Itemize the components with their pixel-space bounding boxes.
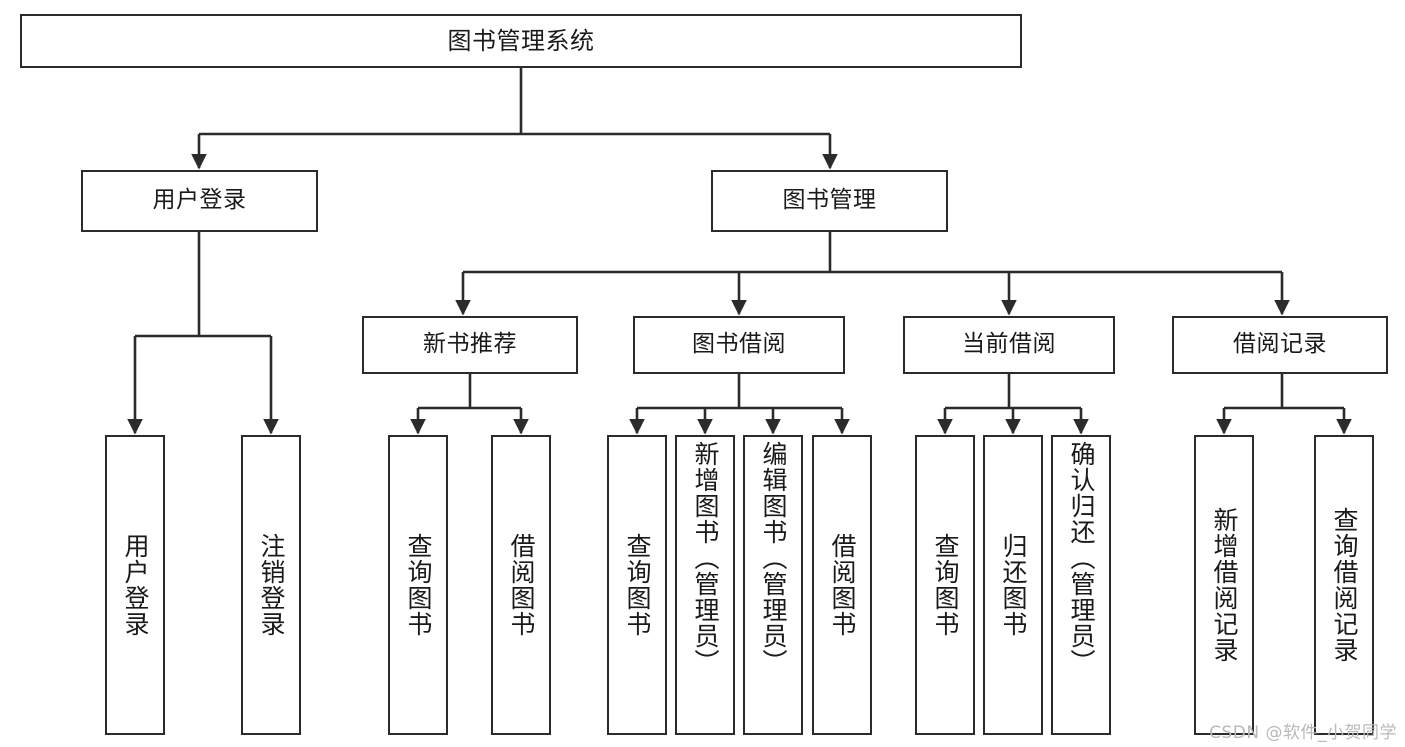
leaf-label: 借阅图书 xyxy=(507,533,536,637)
node-book-borrow[interactable]: 图书借阅 xyxy=(633,316,845,374)
leaf-label: 新增图书（管理员） xyxy=(691,441,720,675)
leaf-book-borrow-add-book-admin[interactable]: 新增图书（管理员） xyxy=(675,435,735,735)
leaf-label: 归还图书 xyxy=(999,533,1028,637)
leaf-label: 注销登录 xyxy=(257,533,286,637)
leaf-label: 确认归还（管理员） xyxy=(1067,441,1096,675)
node-book-management-label: 图书管理 xyxy=(782,187,877,214)
leaf-book-borrow-edit-book-admin[interactable]: 编辑图书（管理员） xyxy=(743,435,803,735)
leaf-label: 借阅图书 xyxy=(828,533,857,637)
leaf-borrow-record-query-record[interactable]: 查询借阅记录 xyxy=(1314,435,1374,735)
leaf-label: 新增借阅记录 xyxy=(1210,507,1239,663)
node-current-borrow[interactable]: 当前借阅 xyxy=(903,316,1115,374)
leaf-current-borrow-query-book[interactable]: 查询图书 xyxy=(915,435,975,735)
node-new-book-recommend[interactable]: 新书推荐 xyxy=(362,316,578,374)
leaf-book-borrow-query-book[interactable]: 查询图书 xyxy=(607,435,667,735)
node-new-book-recommend-label: 新书推荐 xyxy=(423,331,517,358)
leaf-user-login-login[interactable]: 用户登录 xyxy=(105,435,165,735)
leaf-borrow-record-add-record[interactable]: 新增借阅记录 xyxy=(1194,435,1254,735)
node-user-login-label: 用户登录 xyxy=(152,187,247,214)
node-user-login[interactable]: 用户登录 xyxy=(81,170,318,232)
leaf-book-borrow-borrow-book[interactable]: 借阅图书 xyxy=(812,435,872,735)
node-borrow-record[interactable]: 借阅记录 xyxy=(1172,316,1388,374)
node-root-label: 图书管理系统 xyxy=(447,26,595,55)
leaf-current-borrow-return-book[interactable]: 归还图书 xyxy=(983,435,1043,735)
node-book-management[interactable]: 图书管理 xyxy=(711,170,948,232)
node-current-borrow-label: 当前借阅 xyxy=(962,331,1056,358)
leaf-new-book-borrow-book[interactable]: 借阅图书 xyxy=(491,435,551,735)
leaf-label: 查询图书 xyxy=(404,533,433,637)
node-borrow-record-label: 借阅记录 xyxy=(1233,331,1327,358)
leaf-label: 编辑图书（管理员） xyxy=(759,441,788,675)
leaf-label: 查询图书 xyxy=(931,533,960,637)
leaf-label: 查询借阅记录 xyxy=(1330,507,1359,663)
leaf-current-borrow-confirm-return-admin[interactable]: 确认归还（管理员） xyxy=(1051,435,1111,735)
leaf-new-book-query-book[interactable]: 查询图书 xyxy=(388,435,448,735)
watermark-text: CSDN @软件_小贺同学 xyxy=(1209,723,1397,743)
leaf-label: 查询图书 xyxy=(623,533,652,637)
leaf-label: 用户登录 xyxy=(121,533,150,637)
node-root-book-management-system[interactable]: 图书管理系统 xyxy=(20,14,1022,68)
node-book-borrow-label: 图书借阅 xyxy=(692,331,786,358)
leaf-user-login-logout[interactable]: 注销登录 xyxy=(241,435,301,735)
